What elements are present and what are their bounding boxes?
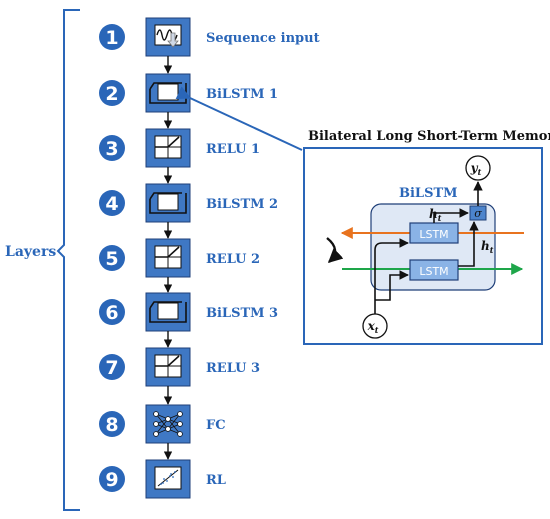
layer-number-badge: 7 (99, 354, 125, 380)
svg-text:ht: ht (481, 239, 494, 255)
layer-number: 3 (105, 138, 118, 160)
recurrent-arrow-icon (326, 237, 344, 263)
hidden-state-subscript: t (438, 213, 442, 223)
layer-label: BiLSTM 1 (206, 87, 278, 102)
relu-icon (145, 238, 191, 278)
input-symbol: x (367, 319, 376, 333)
layer-label: RL (206, 473, 226, 488)
svg-text:ht: ht (429, 207, 442, 223)
layer-number-badge: 5 (99, 245, 125, 271)
output-node (465, 155, 491, 181)
layer-number: 8 (105, 414, 118, 436)
layer-number: 4 (105, 193, 118, 215)
bilstm-block-label: BiLSTM (399, 186, 458, 201)
hidden-state-subscript-2: t (490, 245, 494, 255)
output-subscript: t (478, 167, 482, 177)
layer-number-badge: 4 (99, 190, 125, 216)
bilstm-icon (145, 73, 191, 113)
layer-number: 6 (105, 302, 118, 324)
layer-number-badge: 1 (99, 24, 125, 50)
lstm-cell-backward-label: LSTM (419, 228, 448, 241)
internal-connections (374, 181, 483, 314)
lstm-cell-forward-label: LSTM (419, 265, 448, 278)
output-symbol: y (470, 161, 479, 175)
layer-number: 5 (105, 248, 118, 270)
relu-icon (145, 347, 191, 387)
regression-icon (145, 459, 191, 499)
lstm-cell-forward (409, 259, 459, 281)
wave-icon (145, 17, 191, 57)
relu-icon (145, 128, 191, 168)
layer-row-3: 3 RELU 1 (99, 128, 260, 168)
layer-stack: 1 Sequence input 2 BiLSTM 1 3 RELU 1 4 BiLSTM 2… (99, 17, 320, 499)
layer-row-8: 8 FC (99, 404, 226, 444)
layer-number: 7 (105, 357, 118, 379)
layer-number-badge: 9 (99, 466, 125, 492)
layer-row-6: 6 BiLSTM 3 (99, 292, 278, 332)
layer-row-5: 5 RELU 2 (99, 238, 260, 278)
layer-label: Sequence input (206, 31, 320, 46)
layer-number: 2 (105, 83, 118, 105)
layer-label: BiLSTM 2 (206, 197, 278, 212)
bilstm-detail-panel: Bilateral Long Short-Term Memory BiLSTM … (303, 129, 550, 345)
layer-number-badge: 3 (99, 135, 125, 161)
layer-number: 1 (105, 27, 118, 49)
layer-label: RELU 1 (206, 142, 260, 157)
svg-text:xt: xt (367, 319, 379, 335)
svg-text:yt: yt (470, 161, 482, 177)
layer-label: RELU 2 (206, 252, 260, 267)
detail-title: Bilateral Long Short-Term Memory (308, 129, 550, 144)
layer-row-1: 1 Sequence input (99, 17, 320, 57)
layer-number-badge: 2 (99, 80, 125, 106)
layers-label: Layers (5, 244, 56, 260)
hidden-state-label-2: h (481, 239, 490, 253)
layer-number-badge: 8 (99, 411, 125, 437)
layer-row-4: 4 BiLSTM 2 (99, 183, 278, 223)
fc-network-icon (145, 404, 191, 444)
layer-row-2: 2 BiLSTM 1 (99, 73, 278, 113)
layer-row-9: 9 RL (99, 459, 226, 499)
bilstm-icon (145, 292, 191, 332)
layers-brace (56, 9, 80, 511)
input-subscript: t (375, 325, 379, 335)
detail-connector-arrow (175, 86, 303, 151)
layer-row-7: 7 RELU 3 (99, 347, 260, 387)
layer-label: BiLSTM 3 (206, 306, 278, 321)
sigma-symbol: σ (474, 207, 482, 220)
bilstm-icon (145, 183, 191, 223)
hidden-state-label: h (429, 207, 438, 221)
layer-number: 9 (105, 469, 118, 491)
layer-label: RELU 3 (206, 361, 260, 376)
layer-number-badge: 6 (99, 299, 125, 325)
layer-label: FC (206, 418, 226, 433)
